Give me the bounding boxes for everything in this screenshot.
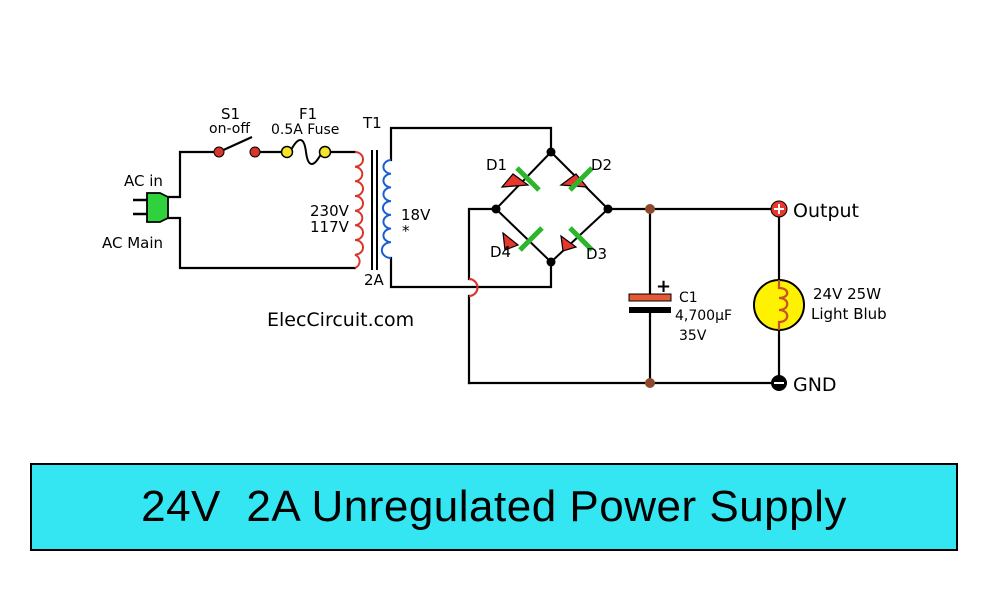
wire-bridge-left <box>467 207 498 281</box>
diode-d3 <box>550 208 609 263</box>
watermark: ElecCircuit.com <box>267 309 414 331</box>
gnd-label: GND <box>793 374 837 396</box>
diagram-title: 24V 2A Unregulated Power Supply <box>141 482 847 531</box>
plug-label-bottom: AC Main <box>102 234 163 252</box>
switch-lever <box>218 135 253 154</box>
plug-label-top: AC in <box>124 172 163 190</box>
primary-voltage-1: 230V <box>310 202 350 220</box>
diode-d2-label: D2 <box>591 156 612 174</box>
diode-d1-bar <box>515 166 541 192</box>
diode-d1-label: D1 <box>486 156 507 174</box>
capacitor-polarity: + <box>656 276 671 297</box>
capacitor-value: 4,700µF <box>675 308 732 324</box>
diode-d4 <box>495 208 552 263</box>
diode-d4-label: D4 <box>490 243 511 261</box>
output-terminal <box>770 200 788 218</box>
transformer-current: 2A <box>364 271 385 289</box>
primary-voltage-2: 117V <box>310 218 350 236</box>
bridge-node-bottom <box>546 257 556 267</box>
wire-plug-bottom <box>166 216 357 270</box>
switch-s1 <box>213 135 261 158</box>
diode-d2 <box>550 151 609 210</box>
capacitor-plate-positive <box>628 293 672 302</box>
diode-d2-bar <box>568 166 594 192</box>
bridge-node-right <box>603 204 613 214</box>
diode-d3-label: D3 <box>586 245 607 263</box>
lamp-name: Light Blub <box>811 305 887 323</box>
output-label: Output <box>793 200 859 222</box>
switch-contact-right <box>249 146 261 158</box>
cap-node-top <box>645 204 655 214</box>
gnd-terminal <box>771 375 787 391</box>
lamp-rating: 24V 25W <box>813 285 881 303</box>
fuse-value: 0.5A Fuse <box>271 122 339 138</box>
primary-coil <box>354 151 364 269</box>
wire-sec-bottom <box>389 256 553 289</box>
diode-d1 <box>495 151 552 210</box>
fuse-f1 <box>280 139 332 165</box>
fuse-end-left <box>280 145 294 159</box>
wire-sec-top <box>389 126 553 162</box>
capacitor-plate-negative <box>629 307 671 313</box>
diode-d3-body <box>560 234 578 252</box>
lamp-filament <box>777 280 789 330</box>
diode-d4-bar <box>518 226 544 252</box>
fuse-element <box>289 139 323 165</box>
diode-d3-bar <box>568 226 594 252</box>
fuse-ref: F1 <box>299 105 317 123</box>
diode-d4-body <box>502 231 520 251</box>
wire-plug-top <box>166 150 221 199</box>
secondary-voltage: 18V <box>401 206 431 224</box>
plug-body <box>146 192 169 223</box>
ac-plug <box>133 192 169 223</box>
transformer-ref: T1 <box>362 114 382 132</box>
lamp <box>753 279 805 331</box>
transformer-t1 <box>354 150 392 270</box>
bridge-rectifier <box>491 147 613 267</box>
secondary-coil <box>380 159 392 259</box>
diode-d1-body <box>500 173 530 188</box>
switch-contact-left <box>213 146 225 158</box>
fuse-end-right <box>318 145 332 159</box>
secondary-mark: * <box>402 222 410 240</box>
switch-ref: S1 <box>221 105 240 123</box>
wires <box>166 126 781 385</box>
wire-crossover-hop <box>468 277 479 298</box>
bridge-node-top <box>546 147 556 157</box>
capacitor-voltage: 35V <box>679 328 707 344</box>
capacitor-c1 <box>628 204 672 388</box>
title-banner: 24V 2A Unregulated Power Supply <box>30 463 958 551</box>
switch-value: on-off <box>209 121 250 137</box>
cap-node-bottom <box>645 378 655 388</box>
capacitor-ref: C1 <box>679 290 698 306</box>
bridge-node-left <box>491 204 501 214</box>
